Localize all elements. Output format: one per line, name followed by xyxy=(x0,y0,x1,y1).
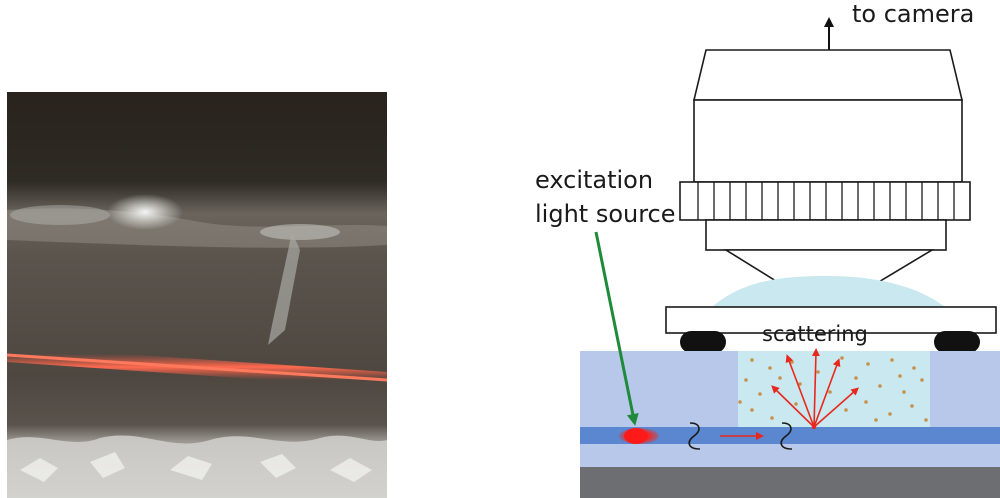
wave-symbol-1 xyxy=(688,422,701,450)
sample-chamber xyxy=(738,351,930,427)
particle xyxy=(750,358,754,362)
spacer-right xyxy=(934,331,980,353)
focus-ring xyxy=(679,181,971,221)
scatter-arrow-4 xyxy=(813,358,841,428)
excitation-spot-core xyxy=(624,428,648,444)
particle xyxy=(770,416,774,420)
particle xyxy=(864,400,868,404)
objective-body xyxy=(693,99,963,183)
particle xyxy=(854,376,858,380)
fibre-streak xyxy=(268,232,300,345)
particle xyxy=(920,378,924,382)
particle xyxy=(888,412,892,416)
scattering-particle-hit xyxy=(811,424,817,430)
objective-collar xyxy=(705,219,947,251)
scattering-label: scattering xyxy=(762,322,868,346)
focus-ring-knurling xyxy=(697,182,955,220)
cover-slide xyxy=(665,306,997,334)
bottom-crystals xyxy=(20,452,372,482)
excitation-label-line2: light source xyxy=(535,200,676,228)
particle xyxy=(912,366,916,370)
particle xyxy=(840,356,844,360)
scatter-arrows xyxy=(771,348,860,428)
excitation-label-line1: excitation xyxy=(535,166,653,194)
particle xyxy=(798,382,802,386)
laser-line xyxy=(7,353,387,382)
immersion-drop xyxy=(712,276,945,307)
particle xyxy=(874,418,878,422)
particle xyxy=(738,400,742,404)
spacer-left xyxy=(680,331,726,353)
particle xyxy=(758,392,762,396)
particle xyxy=(744,378,748,382)
glare-spot xyxy=(107,194,183,230)
glare-band-right xyxy=(260,224,340,240)
substrate xyxy=(580,467,1000,498)
scatter-arrow-2 xyxy=(785,354,815,428)
particle xyxy=(750,408,754,412)
photo-background xyxy=(7,92,387,498)
scatter-arrow-5 xyxy=(813,387,860,428)
particle xyxy=(924,418,928,422)
particle xyxy=(828,390,832,394)
particle xyxy=(866,362,870,366)
scatter-arrow-1 xyxy=(771,385,815,428)
objective-lens xyxy=(679,49,971,287)
scattering-particles xyxy=(738,356,928,422)
particle xyxy=(768,366,772,370)
particle xyxy=(794,402,798,406)
particle xyxy=(816,370,820,374)
excitation-arrow xyxy=(594,231,639,426)
particle xyxy=(844,408,848,412)
particle xyxy=(890,358,894,362)
waveguide-core xyxy=(580,427,1000,444)
glare-band xyxy=(10,205,110,225)
particle xyxy=(910,404,914,408)
particle xyxy=(898,374,902,378)
objective-top xyxy=(692,49,964,101)
wave-symbol-2 xyxy=(780,422,793,450)
camera-label: to camera xyxy=(852,0,974,28)
particle xyxy=(902,390,906,394)
particle xyxy=(878,384,882,388)
particle xyxy=(778,376,782,380)
scatter-arrow-3 xyxy=(811,348,820,428)
